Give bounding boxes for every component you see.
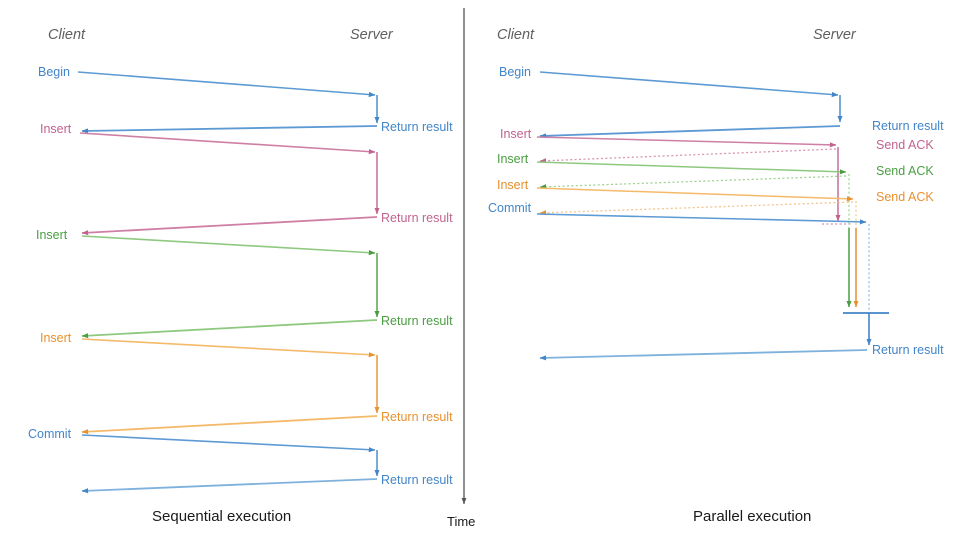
seq-client-label-insert-1: Insert [40,122,72,136]
message-insert3-response [81,415,378,435]
par-server-label-ack-2: Send ACK [876,164,934,178]
p-message-commit-request [536,213,867,225]
seq-client-label-insert-2: Insert [36,228,68,242]
par-server-label-return-1: Return result [872,119,944,133]
panel-sequential [77,71,380,494]
par-client-label-begin: Begin [499,65,531,79]
seq-client-label-begin: Begin [38,65,70,79]
p-message-insert2-ack [539,175,847,190]
message-insert2-response [81,319,378,339]
seq-server-label-return-1: Return result [381,120,453,134]
sequential-client-lane-title: Client [48,27,86,43]
parallel-caption: Parallel execution [693,508,811,525]
message-begin-request [77,71,376,98]
message-commit-response [81,478,378,494]
p-message-commit-response [539,349,868,361]
par-client-label-insert-3: Insert [497,178,529,192]
message-insert3-request [81,338,376,358]
seq-server-label-return-3: Return result [381,314,453,328]
par-server-label-ack-1: Send ACK [876,138,934,152]
parallel-client-lane-title: Client [497,27,535,43]
sequential-server-lane-title: Server [350,27,394,43]
message-begin-response [81,125,378,134]
parallel-server-lane-title: Server [813,27,857,43]
seq-server-label-return-2: Return result [381,211,453,225]
p-message-insert3-request [536,187,854,202]
par-client-label-insert-2: Insert [497,152,529,166]
p-message-insert1-request [536,136,837,148]
panel-parallel [536,71,889,361]
time-axis-label: Time [447,514,475,529]
par-client-label-commit: Commit [488,201,532,215]
seq-server-label-return-5: Return result [381,473,453,487]
seq-server-label-return-4: Return result [381,410,453,424]
seq-client-label-insert-3: Insert [40,331,72,345]
message-insert2-request [81,235,376,256]
p-message-insert3-ack [539,201,854,216]
par-server-label-ack-3: Send ACK [876,190,934,204]
par-server-label-return-2: Return result [872,343,944,357]
message-insert1-response [81,216,378,236]
message-insert1-request [79,132,376,155]
p-message-insert2-request [536,161,847,175]
seq-client-label-commit: Commit [28,427,72,441]
sequential-caption: Sequential execution [152,508,291,525]
message-commit-request [81,434,376,453]
par-client-label-insert-1: Insert [500,127,532,141]
p-message-begin-response [539,125,841,139]
p-message-insert1-ack [539,148,837,164]
p-message-begin-request [539,71,839,98]
